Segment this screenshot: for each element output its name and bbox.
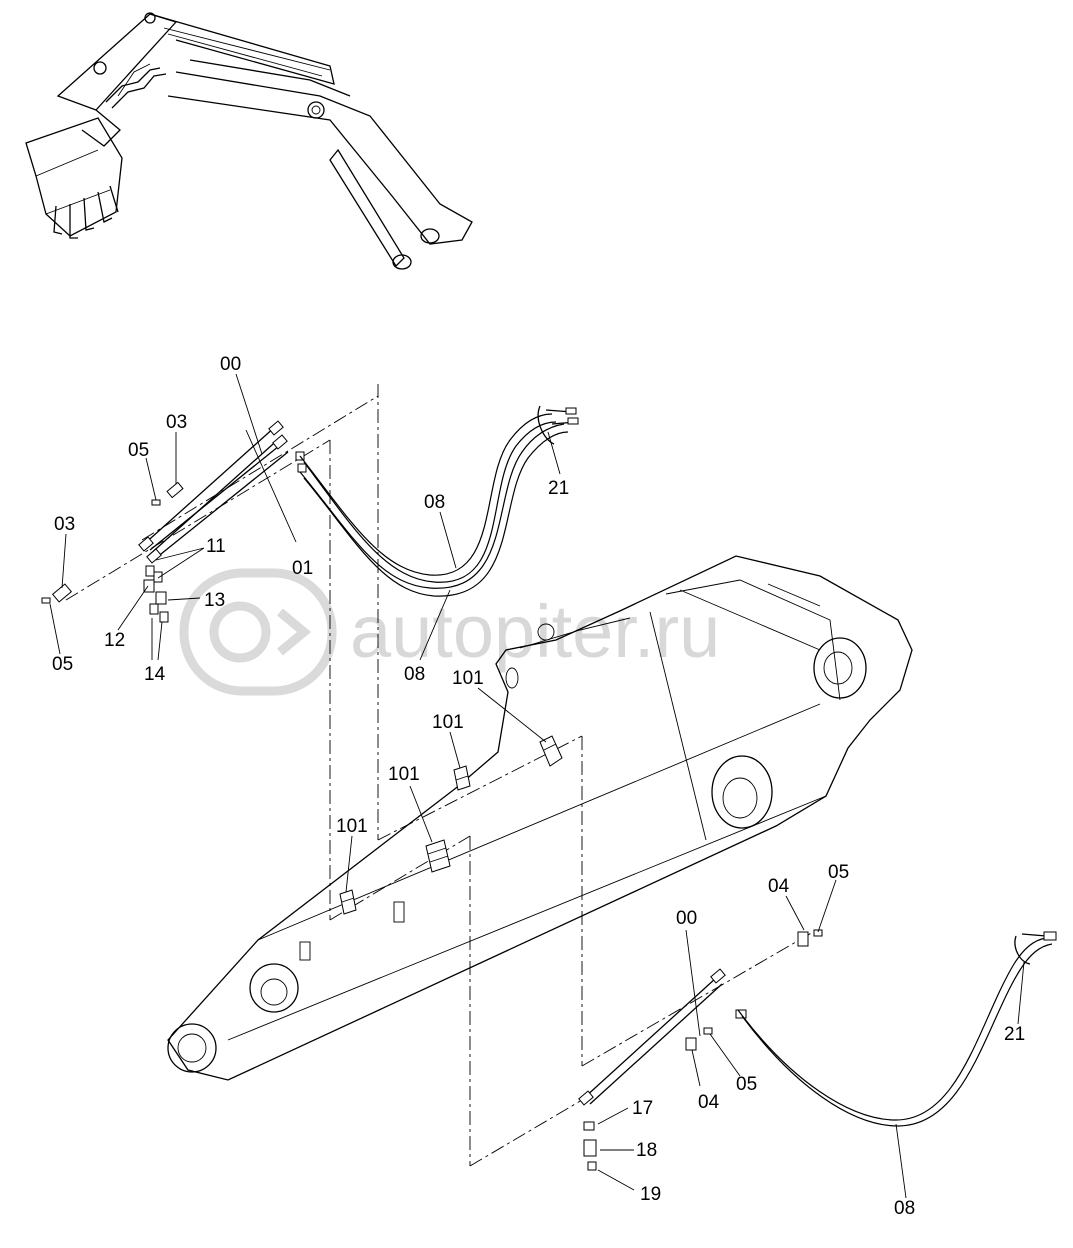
excavator-overview-drawing: [25, 12, 473, 270]
label-00-upper: 00: [220, 354, 241, 375]
part-labels: 00 03 05 03 05 11 13 12 14 01 08 08 21 1…: [52, 354, 1025, 1219]
leader-lines: [65, 384, 821, 1167]
label-101-a: 101: [452, 668, 484, 689]
label-101-d: 101: [336, 816, 368, 837]
label-01: 01: [292, 558, 313, 579]
label-04-lower: 04: [698, 1092, 720, 1113]
label-21-lower: 21: [1004, 1024, 1025, 1045]
clamp-101-c: [425, 839, 451, 873]
clamp-101-a: [539, 735, 563, 767]
label-11: 11: [206, 536, 226, 557]
label-05-upper: 05: [128, 440, 149, 461]
label-18: 18: [636, 1140, 657, 1161]
watermark-a-icon: [209, 601, 271, 663]
label-04-upper: 04: [768, 876, 790, 897]
label-03-upper: 03: [166, 412, 187, 433]
label-leaders: [49, 373, 1025, 1199]
label-19: 19: [640, 1184, 661, 1205]
label-00-lower: 00: [676, 908, 697, 929]
label-12: 12: [104, 630, 125, 651]
clamp-101-d: [339, 889, 357, 915]
label-08-upper: 08: [424, 492, 445, 513]
boom-clamps: [339, 735, 563, 915]
label-08-bottom: 08: [894, 1198, 915, 1219]
upper-pipe-assembly: [41, 420, 307, 623]
label-17: 17: [632, 1098, 653, 1119]
label-05-right: 05: [828, 862, 849, 883]
label-14: 14: [144, 664, 166, 685]
watermark: autopiter.ru: [179, 568, 720, 696]
label-13: 13: [204, 590, 225, 611]
lower-hose: [737, 931, 1057, 1127]
label-05-lower: 05: [736, 1074, 757, 1095]
label-101-c: 101: [388, 764, 420, 785]
label-03-left: 03: [54, 514, 75, 535]
label-08-lower: 08: [404, 664, 425, 685]
lower-pipe-assembly: [578, 929, 823, 1171]
label-21-upper: 21: [548, 478, 569, 499]
watermark-text: autopiter.ru: [350, 590, 720, 673]
label-101-b: 101: [432, 712, 464, 733]
clamp-101-b: [453, 765, 471, 791]
boom-drawing: [167, 555, 913, 1081]
label-05-left: 05: [52, 654, 73, 675]
upper-hoses: [299, 405, 579, 597]
watermark-arrow-icon: [277, 608, 312, 656]
